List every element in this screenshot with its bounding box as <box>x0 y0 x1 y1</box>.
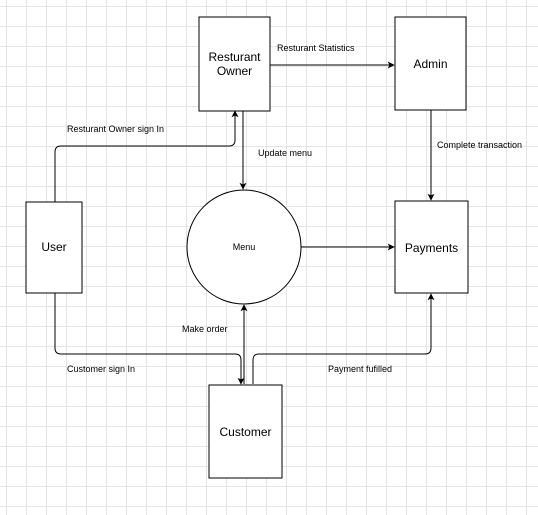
node-payments-label: Payments <box>405 241 458 255</box>
edge-label-customer-to-menu: Make order <box>182 324 228 334</box>
edge-user-to-owner <box>54 110 239 202</box>
node-user[interactable]: User <box>25 201 83 294</box>
node-payments[interactable]: Payments <box>394 200 469 294</box>
node-restaurant-owner[interactable]: Resturant Owner <box>198 16 271 112</box>
node-menu-label: Menu <box>233 242 256 252</box>
edge-label-admin-to-payments: Complete transaction <box>437 140 522 150</box>
node-restaurant-owner-label-line1: Resturant <box>208 50 261 64</box>
edge-user-to-customer <box>54 293 245 385</box>
edge-label-user-to-customer: Customer sign In <box>67 364 135 374</box>
node-restaurant-owner-label-line2: Owner <box>217 64 252 78</box>
edge-label-owner-to-admin: Resturant Statistics <box>277 43 355 53</box>
edge-label-customer-to-payments: Payment fufilled <box>328 364 392 374</box>
node-menu[interactable]: Menu <box>186 189 302 305</box>
node-user-label: User <box>41 240 66 254</box>
node-customer-label: Customer <box>219 425 271 439</box>
node-admin-label: Admin <box>413 57 447 71</box>
edge-customer-to-payments <box>252 293 435 384</box>
edge-label-owner-to-menu: Update menu <box>258 148 312 158</box>
edge-label-user-to-owner: Resturant Owner sign In <box>67 124 164 134</box>
node-customer[interactable]: Customer <box>208 384 283 479</box>
node-admin[interactable]: Admin <box>394 16 467 111</box>
